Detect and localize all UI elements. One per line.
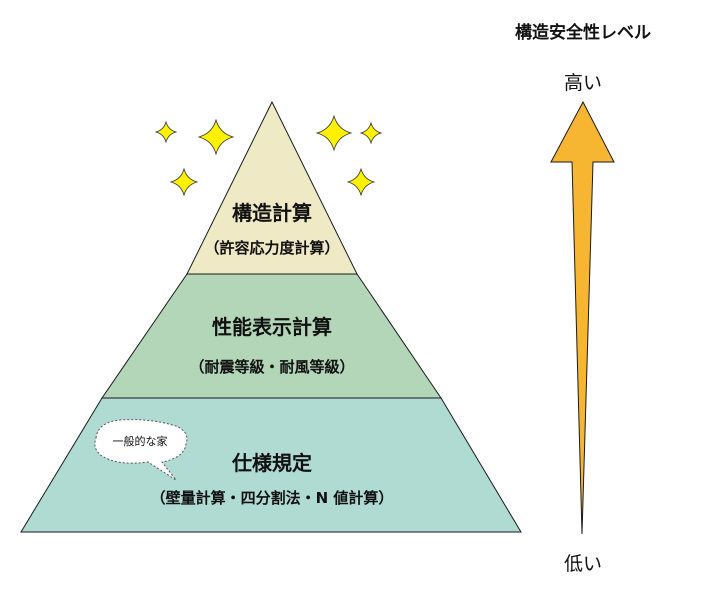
middle-tier-subtitle: （耐震等級・耐風等級） bbox=[189, 358, 354, 376]
bottom-tier-title: 仕様規定 bbox=[231, 451, 312, 475]
sparkle-icon bbox=[197, 118, 235, 156]
sparkle-icon bbox=[169, 167, 199, 197]
bubble-text: 一般的な家 bbox=[113, 434, 168, 448]
sparkle-icon bbox=[346, 167, 376, 197]
arrow-up-icon bbox=[550, 100, 615, 535]
middle-tier-title: 性能表示計算 bbox=[212, 315, 332, 339]
sparkle-icon bbox=[154, 120, 178, 144]
speech-bubble-icon: 一般的な家 bbox=[94, 419, 188, 481]
sparkle-icon bbox=[315, 114, 353, 152]
sparkles-group bbox=[154, 114, 383, 197]
bottom-tier-subtitle: （壁量計算・四分割法・N 値計算） bbox=[151, 489, 394, 507]
top-tier-subtitle: （許容応力度計算） bbox=[204, 239, 339, 257]
level-high-label: 高い bbox=[564, 72, 602, 94]
level-low-label: 低い bbox=[564, 553, 602, 575]
sparkle-icon bbox=[359, 121, 383, 145]
top-tier-title: 構造計算 bbox=[232, 201, 312, 225]
level-title: 構造安全性レベル bbox=[515, 22, 651, 43]
